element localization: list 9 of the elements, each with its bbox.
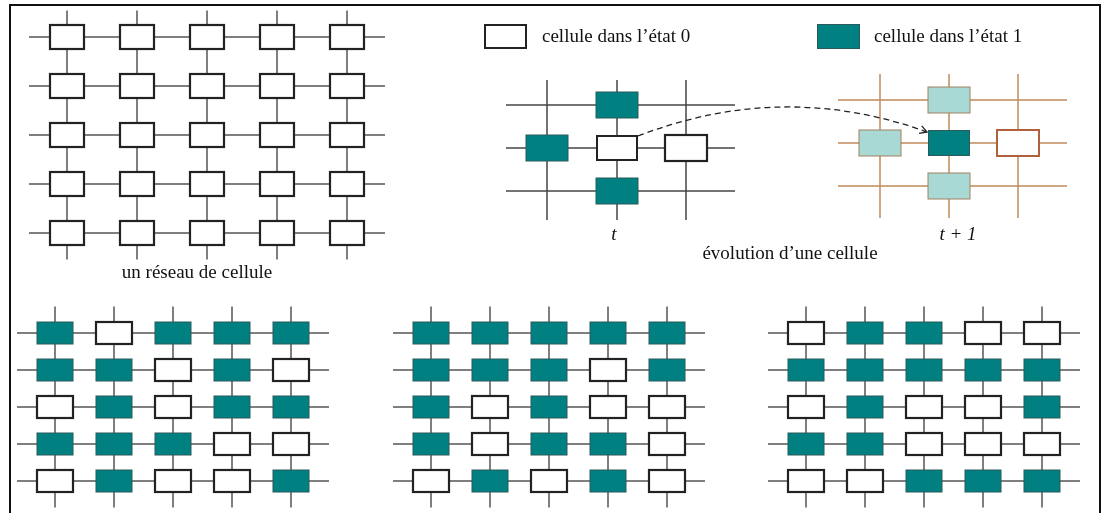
arrow bbox=[637, 106, 928, 137]
time-label: t bbox=[611, 223, 617, 245]
caption: évolution d’une cellule bbox=[702, 242, 878, 264]
legend-label: cellule dans l’état 1 bbox=[874, 25, 1023, 47]
cell-square bbox=[596, 135, 638, 161]
cell-square bbox=[928, 130, 970, 156]
legend-label: cellule dans l’état 0 bbox=[542, 25, 691, 47]
caption: un réseau de cellule bbox=[121, 261, 273, 283]
time-label: t + 1 bbox=[939, 223, 977, 245]
